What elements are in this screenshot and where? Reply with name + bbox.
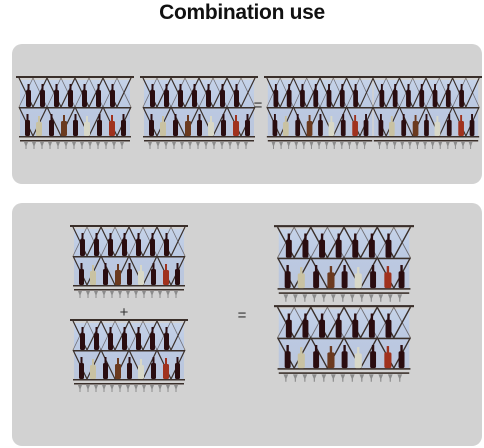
combined-tall-rack-bottom — [274, 304, 414, 383]
single-rack-top — [70, 224, 188, 299]
page-title: Combination use — [159, 1, 325, 24]
single-rack-bottom — [70, 318, 188, 393]
combined-tall-rack-top — [274, 224, 414, 303]
equals-sign: = — [237, 307, 247, 324]
combined-wide-rack-left — [264, 75, 376, 150]
single-rack-right — [140, 75, 258, 150]
combined-wide-rack-right — [370, 75, 482, 150]
horizontal-combination-panel: = — [12, 44, 482, 184]
plus-sign: + — [119, 304, 129, 321]
single-rack-left — [16, 75, 134, 150]
vertical-combination-panel: + = — [12, 203, 482, 446]
equals-sign: = — [253, 97, 263, 114]
